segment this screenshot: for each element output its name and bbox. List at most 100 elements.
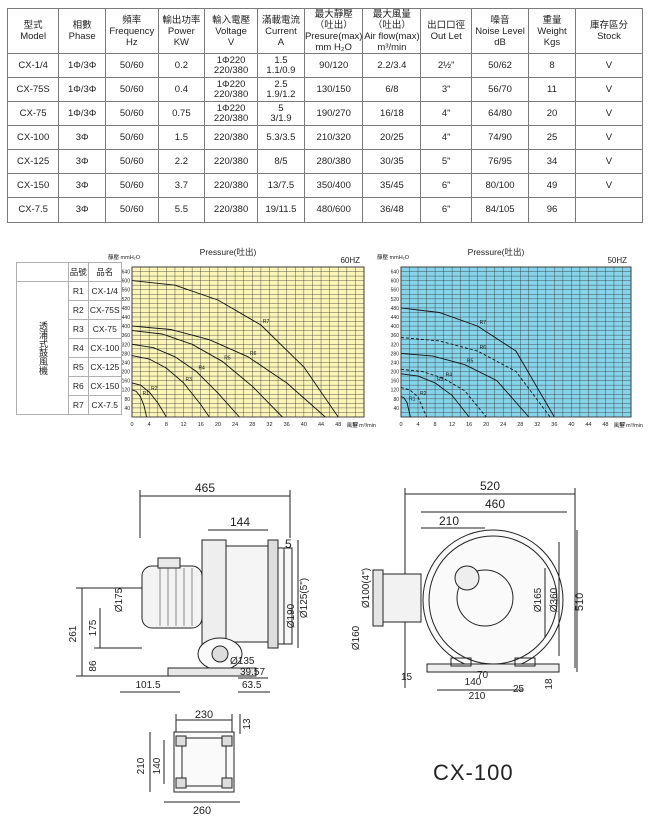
chart-x-tick: 8	[434, 422, 437, 428]
spec-header-en: Frequency Hz	[109, 25, 155, 48]
chart-y-tick: 280	[122, 351, 131, 357]
spec-header-en: Model	[20, 31, 47, 42]
spec-cell: CX-7.5	[6, 197, 60, 223]
dim-front-height: 510	[574, 593, 586, 611]
chart-y-tick: 360	[122, 333, 131, 339]
spec-cell: 50/60	[105, 53, 159, 78]
spec-header-en: Power KW	[167, 25, 195, 48]
dim-front-210: 210	[469, 691, 486, 700]
chart-title: Pressure(吐出)	[468, 247, 525, 257]
spec-cell: 90/120	[303, 53, 364, 78]
dim-front-70: 70	[477, 670, 489, 681]
spec-cell: 50/60	[105, 197, 159, 223]
spec-cell: 3Φ	[58, 149, 107, 174]
spec-cell: 1Φ/3Φ	[58, 53, 107, 78]
chart-series-line	[131, 325, 326, 418]
spec-cell: 1Φ220 220/380	[204, 77, 258, 102]
chart-series-label: R2	[420, 391, 427, 397]
spec-cell: 16/18	[362, 101, 422, 126]
chart-series-label: R4	[198, 366, 205, 372]
chart-x-tick: 24	[232, 422, 238, 428]
dim-front-width: 460	[485, 497, 505, 511]
spec-header-zh: 出口口徑	[427, 20, 466, 31]
dim-front-overall: 520	[480, 479, 500, 493]
spec-cell: 190/270	[303, 101, 364, 126]
spec-header-en: Presure(max) mm H₂O	[304, 31, 363, 53]
chart-y-tick: 440	[391, 315, 400, 321]
spec-cell: 6"	[420, 173, 472, 198]
spec-header-zh: 庫存區分	[589, 20, 628, 31]
spec-cell: 1.5 1.1/0.9	[256, 53, 305, 78]
spec-cell: 280/380	[303, 149, 364, 174]
dim-front-15: 15	[401, 672, 413, 683]
chart-y-tick: 360	[391, 333, 400, 339]
dim-front-165: Ø165	[533, 587, 544, 612]
chart-x-tick: 20	[483, 422, 489, 428]
chart-y-tick: 120	[391, 388, 400, 394]
chart-x-tick: 4	[417, 422, 420, 428]
spec-header-zh: 輸出功率	[162, 14, 201, 26]
legend-corner	[16, 262, 69, 282]
chart-series-line	[131, 389, 148, 418]
dim-base-inner: 140	[152, 757, 163, 774]
spec-cell: 480/600	[303, 197, 364, 223]
spec-cell: 74/90	[470, 125, 530, 150]
spec-cell: 50/60	[105, 149, 159, 174]
chart-y-tick: 640	[122, 270, 131, 276]
dim-base-width: 230	[195, 709, 213, 721]
chart-y-tick: 200	[391, 370, 400, 376]
chart-x-tick: 36	[551, 422, 557, 428]
spec-cell: 50/60	[105, 101, 159, 126]
chart-x-tick: 32	[266, 422, 272, 428]
chart-x-tick: 8	[165, 422, 168, 428]
chart-y-tick: 440	[122, 315, 131, 321]
spec-header-en: Noise Level dB	[475, 25, 525, 48]
spec-header-7: 最大風量 （吐出）Air flow(max) m³/min	[362, 8, 422, 54]
chart-series-line	[400, 352, 530, 418]
spec-cell: 220/380	[204, 173, 258, 198]
spec-cell: 0.2	[157, 53, 206, 78]
chart-x-tick: 20	[215, 422, 221, 428]
spec-cell: 3"	[420, 77, 472, 102]
chart-x-tick: 28	[249, 422, 255, 428]
dim-front-18: 18	[544, 678, 555, 690]
spec-cell: 210/320	[303, 125, 364, 150]
spec-header-en: Out Let	[430, 31, 462, 42]
chart-x-tick: 16	[466, 422, 472, 428]
dim-d3: 101.5	[135, 680, 160, 691]
chart-subtitle: 60HZ	[340, 256, 360, 265]
spec-cell: 0.4	[157, 77, 206, 102]
spec-header-zh: 頻率	[122, 14, 142, 26]
chart-y-tick: 40	[393, 406, 399, 412]
dim-inlet-offset: 144	[230, 515, 250, 529]
legend-name: CX-75	[87, 319, 123, 339]
dim-front-140: 140	[465, 677, 482, 688]
spec-cell: V	[574, 77, 644, 102]
chart-subtitle: 50HZ	[607, 256, 627, 265]
spec-cell: 50/62	[470, 53, 530, 78]
spec-cell: 50/60	[105, 125, 159, 150]
spec-cell: 30/35	[362, 149, 422, 174]
chart-title: Pressure(吐出)	[200, 247, 257, 257]
spec-cell: 35/45	[362, 173, 422, 198]
spec-cell: 36/48	[362, 197, 422, 223]
legend-name: CX-1/4	[87, 281, 123, 301]
chart-x-tick: 0	[130, 422, 133, 428]
dim-upper: 175	[88, 619, 99, 636]
spec-header-zh: 最大靜壓 （吐出）	[314, 9, 353, 31]
spec-header-6: 最大靜壓 （吐出）Presure(max) mm H₂O	[303, 8, 364, 54]
dim-housing-dia: Ø190	[286, 603, 297, 628]
chart-series-line	[131, 280, 339, 418]
chart-y-tick: 160	[122, 379, 131, 385]
spec-cell: 56/70	[470, 77, 530, 102]
spec-cell: 220/380	[204, 197, 258, 223]
spec-cell: 19/11.5	[256, 197, 305, 223]
